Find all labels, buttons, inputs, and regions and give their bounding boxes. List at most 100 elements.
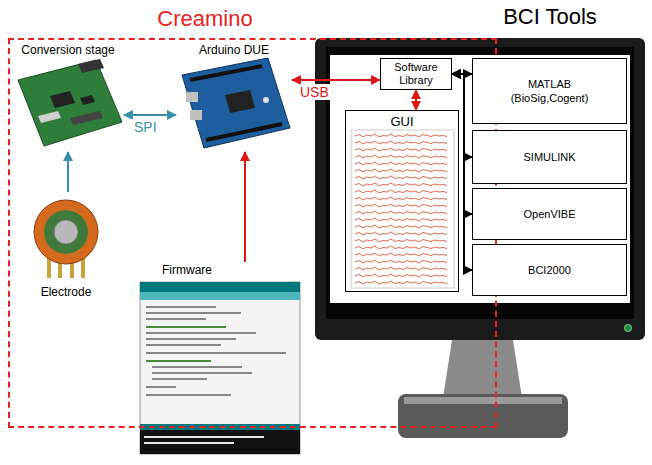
gui-screenshot-part — [355, 176, 447, 179]
gui-screenshot-part — [355, 232, 447, 235]
connector — [415, 90, 417, 110]
tool-box: BCI2000 — [472, 244, 627, 296]
gui-screenshot-part — [355, 281, 447, 284]
node-label: Creamino — [120, 6, 290, 32]
firmware-screenshot-part — [144, 436, 264, 438]
gui-screenshot-part — [355, 267, 447, 270]
firmware-screenshot-part — [152, 378, 207, 380]
firmware-screenshot-part — [140, 292, 300, 300]
tool-box: SIMULINK — [472, 130, 627, 184]
gui-screenshot-part — [355, 169, 447, 172]
electrode-figure-part — [81, 258, 85, 278]
electrode-figure-part — [34, 200, 98, 264]
firmware-screenshot-part — [146, 306, 216, 308]
gui-screenshot-part — [355, 162, 447, 165]
gui-screenshot-part — [355, 211, 447, 214]
signal-label: SPI — [132, 119, 159, 135]
gui-screenshot-part — [355, 190, 447, 193]
connector — [124, 114, 176, 116]
connector — [452, 74, 472, 157]
tool-box: OpenVIBE — [472, 188, 627, 240]
signal-label: USB — [298, 84, 331, 100]
electrode: Electrode — [26, 192, 106, 300]
firmware-screenshot-part — [146, 312, 241, 314]
firmware-screenshot-part — [146, 318, 206, 320]
firmware-screenshot-part — [146, 394, 231, 396]
electrode-figure-part — [54, 220, 78, 244]
connector — [452, 74, 472, 214]
monitor-figure-part — [398, 394, 568, 438]
conversion-board-part — [70, 111, 103, 125]
firmware-screenshot-part — [146, 344, 221, 346]
monitor-figure-part — [625, 325, 632, 332]
node-label: Conversion stage — [12, 43, 124, 57]
monitor-figure-part — [315, 38, 645, 340]
firmware-screenshot-part — [152, 372, 252, 374]
monitor-figure-part — [330, 55, 630, 303]
firmware-screenshot-part — [140, 282, 300, 292]
firmware-screenshot-part — [140, 430, 300, 454]
arduino-board-part — [186, 92, 198, 102]
firmware-screenshot-part — [146, 360, 211, 362]
connector — [67, 152, 69, 192]
gui-screenshot-part — [355, 225, 447, 228]
firmware-screenshot-part — [140, 282, 300, 454]
gui-screenshot-part — [355, 183, 447, 186]
arduino-board-part — [225, 90, 255, 113]
software-library-box: Software Library — [380, 58, 452, 90]
gui-screenshot — [351, 130, 454, 288]
firmware-screenshot-part — [144, 442, 234, 444]
firmware-screenshot-part — [146, 338, 236, 340]
gui-screenshot-part — [351, 130, 454, 288]
conversion-board-part — [18, 60, 122, 146]
connector — [452, 74, 472, 270]
arduino-board — [182, 58, 290, 148]
arduino-board-part — [190, 66, 262, 80]
node-label: GUI — [390, 114, 413, 129]
node-label: MATLAB (BioSig,Cogent) — [500, 77, 600, 106]
conversion-board-part — [78, 59, 104, 73]
gui-screenshot-part — [355, 204, 447, 207]
conversion-board-part — [80, 95, 95, 105]
connector — [292, 79, 380, 81]
node-label: Arduino DUE — [176, 43, 292, 57]
gui-screenshot-part — [355, 239, 447, 242]
arduino-board-part — [190, 110, 202, 120]
electrode-figure-part — [47, 258, 51, 278]
electrode-figure — [34, 200, 98, 278]
node-label: OpenVIBE — [524, 208, 576, 220]
monitor-figure-part — [404, 397, 562, 404]
node-label: Software Library — [383, 61, 449, 87]
conversion-board-part — [50, 91, 75, 108]
monitor-figure-part — [443, 340, 522, 398]
gui-screenshot-part — [355, 260, 447, 263]
node-label: BCI Tools — [465, 4, 635, 30]
gui-screenshot-part — [355, 155, 447, 158]
gui-box: GUI — [345, 110, 459, 292]
connector — [244, 152, 246, 262]
node-label: Electrode — [26, 285, 106, 299]
gui-screenshot-part — [355, 218, 447, 221]
conversion-board-part — [38, 111, 61, 123]
firmware-screenshot-part — [146, 352, 286, 354]
electrode-figure-part — [44, 210, 88, 254]
conversion-stage: Conversion stage — [12, 42, 124, 152]
arduino-board: Arduino DUE — [176, 42, 292, 152]
gui-screenshot-part — [355, 148, 447, 151]
system-boundary: CreaminoConversion stageArduino DUEElect… — [8, 38, 497, 428]
monitor: BCI ToolsSoftware LibraryGUI MATLAB (BioS… — [315, 4, 645, 442]
arduino-board-part — [206, 124, 282, 140]
firmware: Firmware — [136, 262, 304, 458]
firmware-screenshot-part — [146, 326, 226, 328]
firmware-screenshot — [140, 282, 300, 454]
node-label: Firmware — [162, 263, 212, 277]
firmware-screenshot-part — [152, 366, 242, 368]
gui-screenshot-part — [355, 246, 447, 249]
gui-screenshot-part — [355, 141, 447, 144]
gui-screenshot-part — [355, 274, 447, 277]
gui-screenshot-part — [355, 197, 447, 200]
tool-box: MATLAB (BioSig,Cogent) — [472, 58, 627, 124]
node-label: SIMULINK — [524, 151, 576, 163]
conversion-board — [18, 59, 122, 146]
